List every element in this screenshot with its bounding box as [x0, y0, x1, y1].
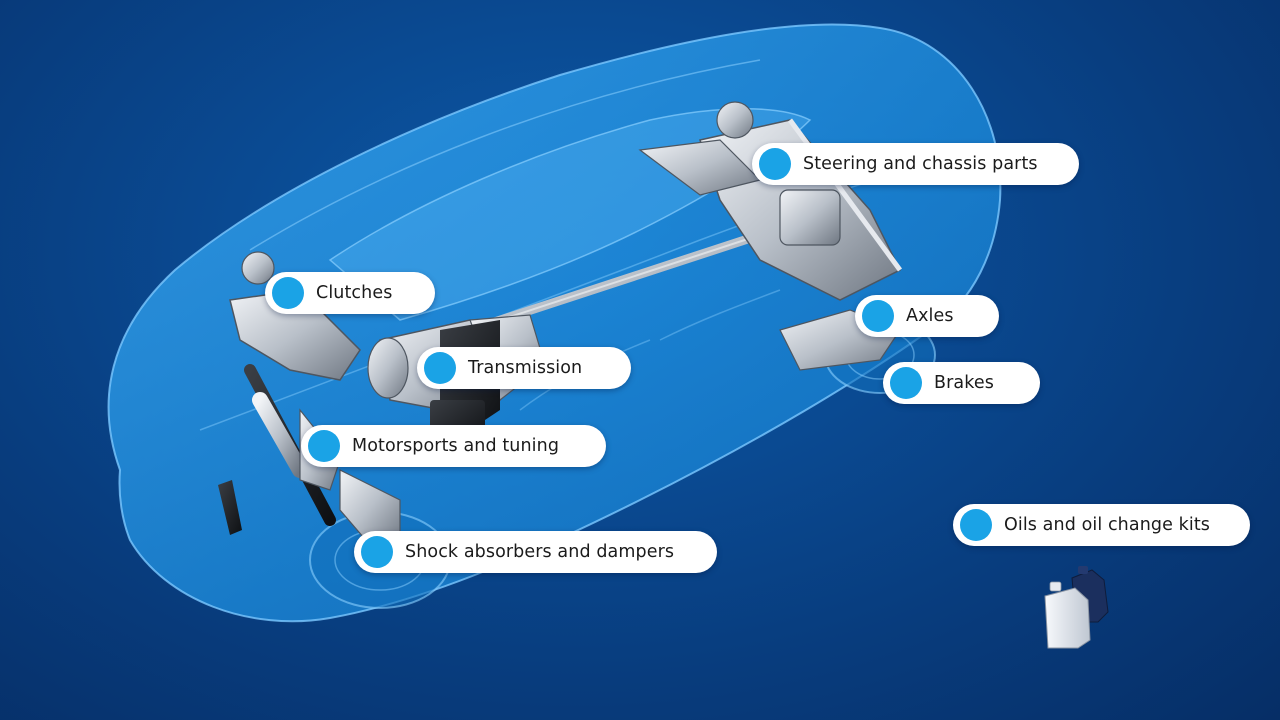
- oil-bottles-illustration: [1044, 566, 1109, 649]
- hotspot-steering-and-chassis-parts[interactable]: Steering and chassis parts: [752, 143, 1079, 185]
- circle-marker-icon: [308, 430, 340, 462]
- hotspot-label: Motorsports and tuning: [352, 436, 560, 456]
- circle-marker-icon: [361, 536, 393, 568]
- hotspot-label: Transmission: [468, 358, 583, 378]
- hotspot-label: Oils and oil change kits: [1004, 515, 1210, 535]
- circle-marker-icon: [890, 367, 922, 399]
- hotspot-oils-and-oil-change-kits[interactable]: Oils and oil change kits: [953, 504, 1250, 546]
- hotspot-axles[interactable]: Axles: [855, 295, 999, 337]
- hotspot-shock-absorbers-and-dampers[interactable]: Shock absorbers and dampers: [354, 531, 717, 573]
- hotspot-clutches[interactable]: Clutches: [265, 272, 435, 314]
- hotspot-transmission[interactable]: Transmission: [417, 347, 631, 389]
- hotspot-label: Shock absorbers and dampers: [405, 542, 675, 562]
- hotspot-label: Brakes: [934, 373, 994, 393]
- circle-marker-icon: [272, 277, 304, 309]
- hotspot-motorsports-and-tuning[interactable]: Motorsports and tuning: [301, 425, 606, 467]
- hotspot-label: Steering and chassis parts: [803, 154, 1038, 174]
- circle-marker-icon: [862, 300, 894, 332]
- circle-marker-icon: [759, 148, 791, 180]
- hotspot-label: Axles: [906, 306, 954, 326]
- hotspot-brakes[interactable]: Brakes: [883, 362, 1040, 404]
- circle-marker-icon: [960, 509, 992, 541]
- hotspot-label: Clutches: [316, 283, 393, 303]
- circle-marker-icon: [424, 352, 456, 384]
